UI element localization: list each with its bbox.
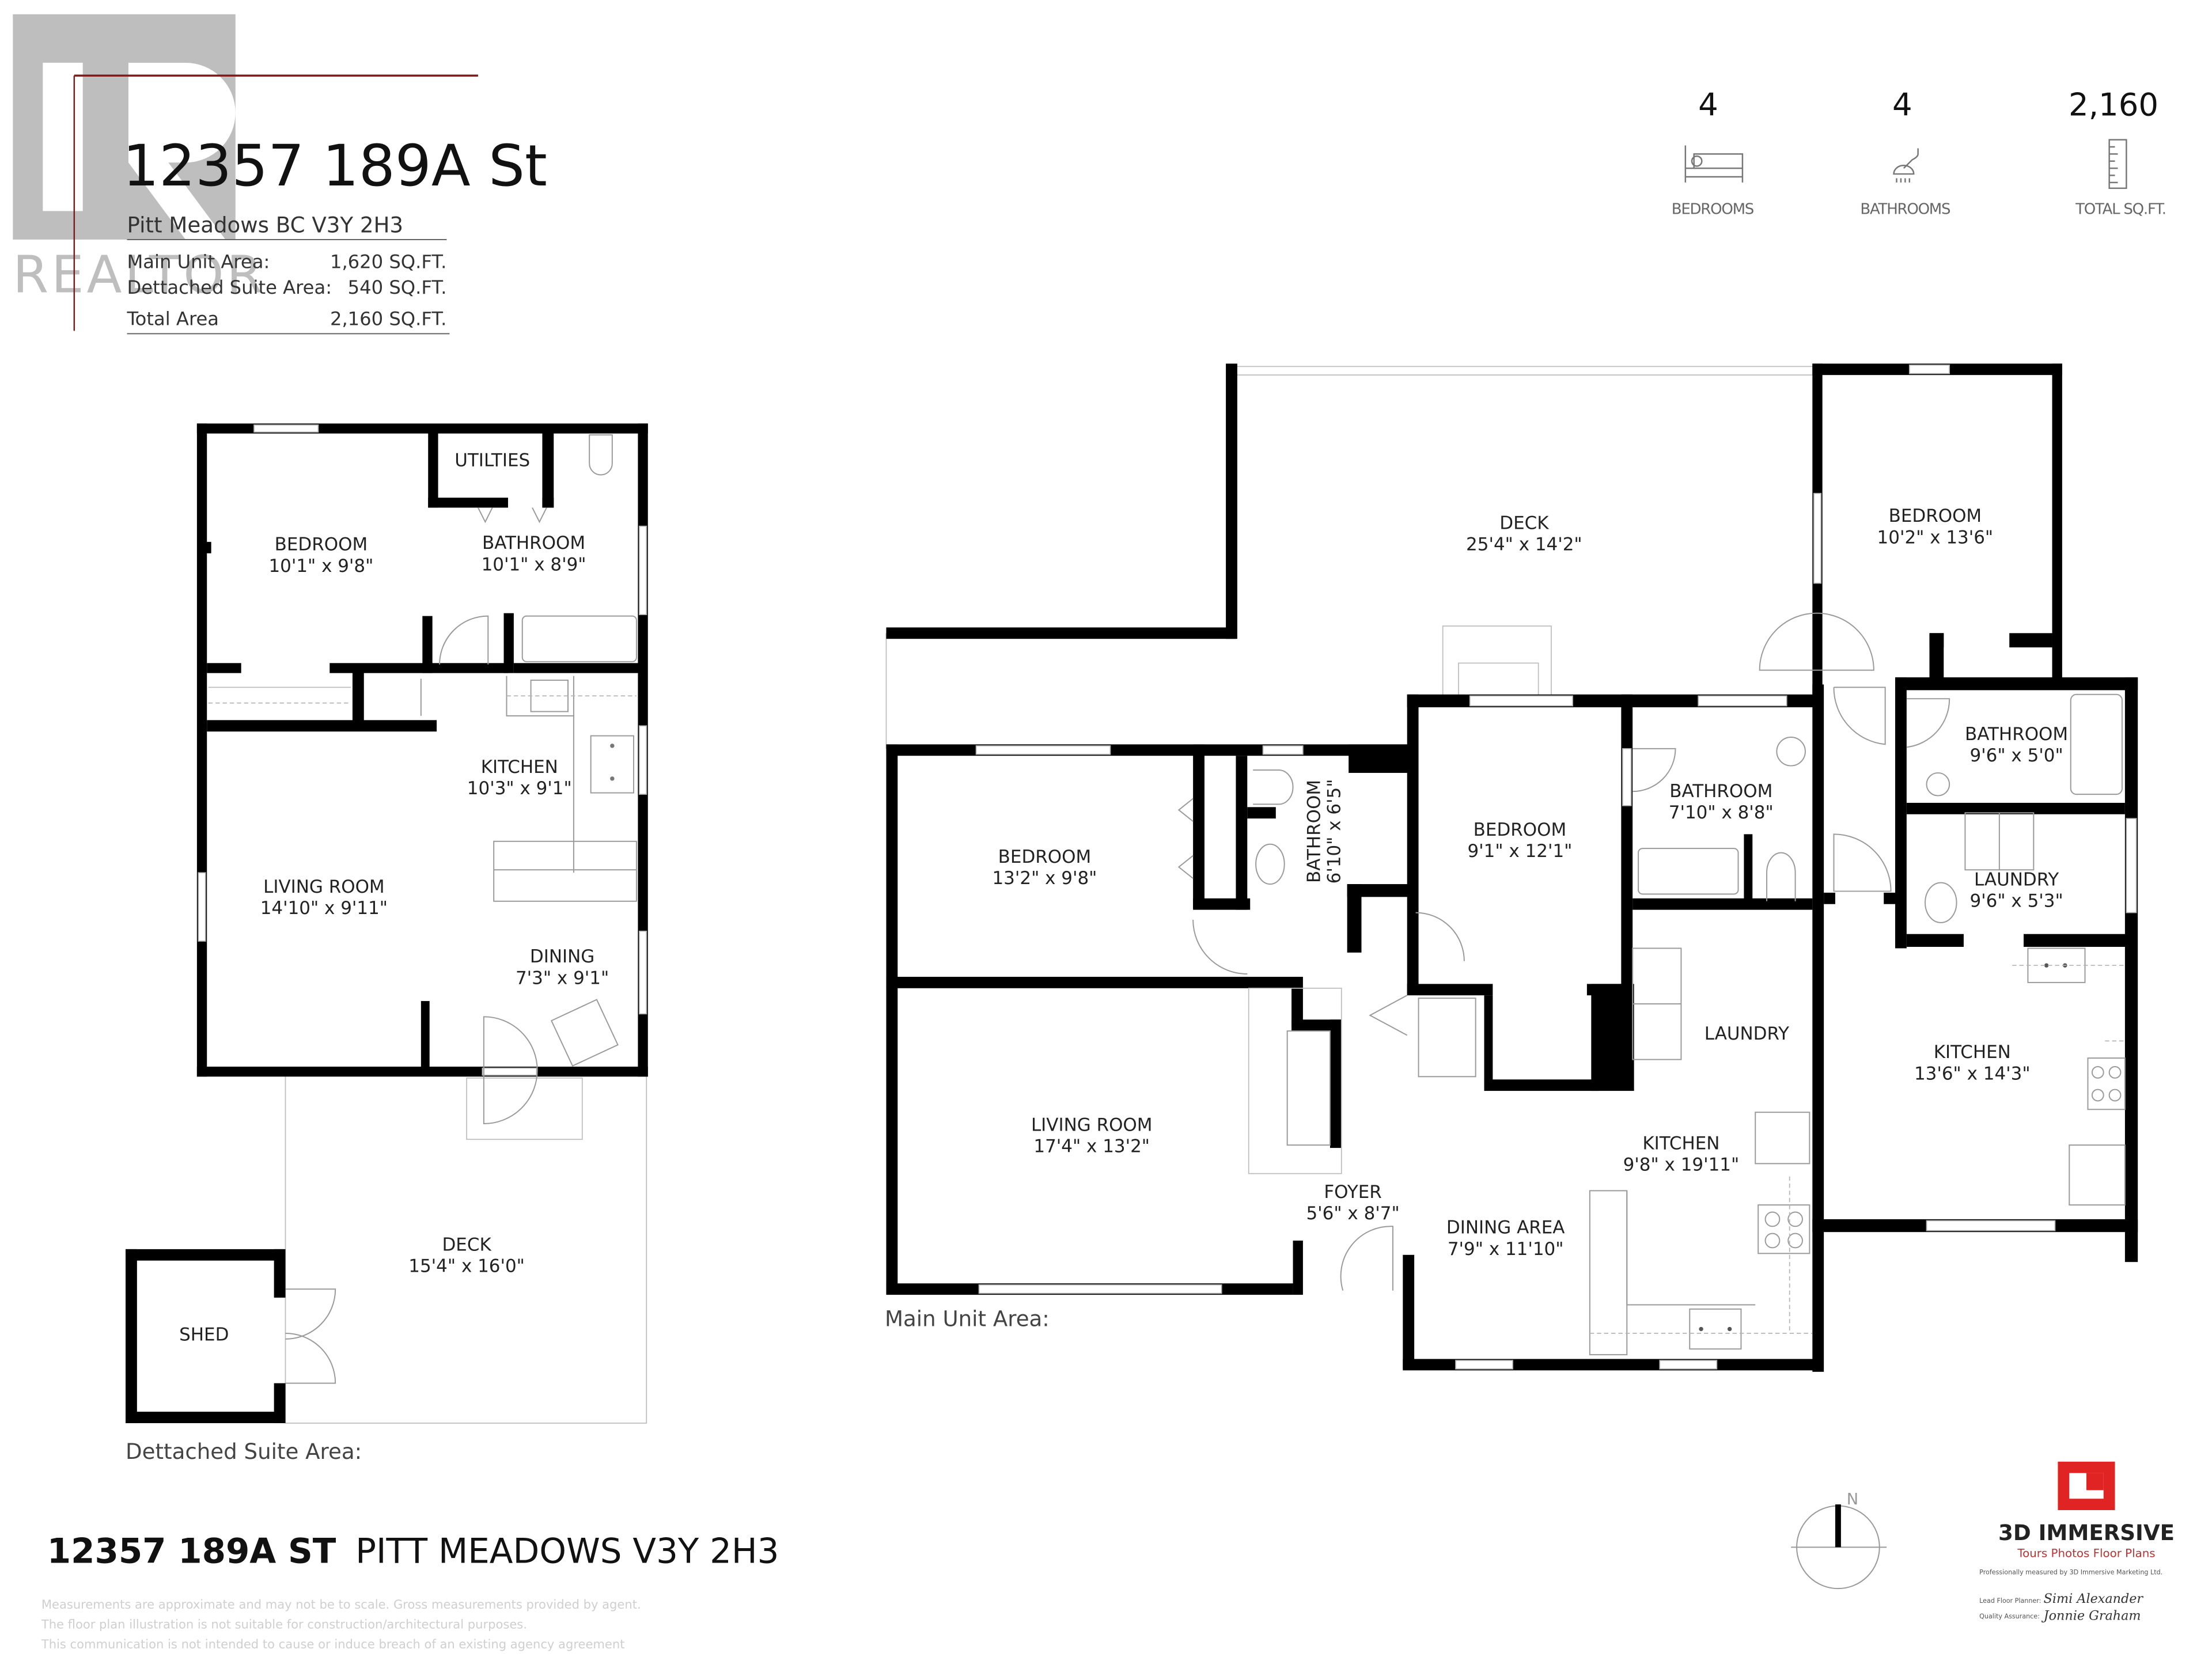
room-name: UTILTIES [454,450,530,471]
room-name: BATHROOM [1304,780,1325,883]
disclaimer-line: The floor plan illustration is not suita… [41,1617,527,1631]
brand-logo-icon [2058,1461,2115,1510]
footer-address: 12357 189A ST PITT MEADOWS V3Y 2H3 [47,1532,779,1572]
bed-icon [1684,145,1744,183]
room-name: BEDROOM [1889,506,1982,526]
room-name: KITCHEN [1934,1042,2011,1063]
area-value: 1,620 SQ.FT. [330,251,446,272]
compass-north-label: N [1847,1491,1858,1508]
stat-value: 4 [1698,86,1718,123]
room-dimensions: 9'6" x 5'3" [1969,891,2063,912]
room-name: BEDROOM [998,847,1092,867]
room-name: BEDROOM [1474,820,1567,840]
stat-bedrooms: 4 BEDROOMS [1672,86,1755,218]
room-name: BEDROOM [275,534,368,555]
stat-label: TOTAL SQ.FT. [2075,200,2166,218]
room-name: LAUNDRY [1705,1023,1789,1044]
room-dimensions: 17'4" x 13'2" [1033,1136,1150,1157]
qa-label: Quality Assurance: [1979,1613,2040,1620]
header-frame-lines [73,74,478,331]
room-dimensions: 7'10" x 8'8" [1669,802,1774,823]
room-dimensions: 9'6" x 5'0" [1969,745,2063,766]
room-name: LIVING ROOM [1031,1114,1153,1135]
disclaimer-line: Measurements are approximate and may not… [41,1597,641,1612]
room-name: BATHROOM [1669,781,1772,802]
area-label: Main Unit Area: [127,251,270,272]
disclaimer-line: This communication is not intended to ca… [41,1637,625,1651]
room-name: KITCHEN [1642,1133,1719,1154]
realtor-watermark: REALTOR [13,14,265,305]
area-label: Total Area [126,308,219,330]
room-dimensions: 9'1" x 12'1" [1467,841,1572,862]
footer-address-city: PITT MEADOWS V3Y 2H3 [355,1532,779,1572]
room-name: SHED [179,1324,229,1345]
brand-measured-by: Professionally measured by 3D Immersive … [1979,1568,2162,1576]
shower-icon [1893,148,1919,183]
section-label-detached: Dettached Suite Area: [126,1439,362,1464]
area-value: 2,160 SQ.FT. [330,308,446,330]
lead-planner-signature: Simi Alexander [2044,1591,2144,1606]
room-name: BATHROOM [1965,724,2068,745]
room-dimensions: 7'9" x 11'10" [1448,1239,1564,1260]
room-name: DECK [1499,513,1549,534]
room-dimensions: 13'6" x 14'3" [1914,1063,2031,1084]
room-name: LIVING ROOM [263,877,385,897]
area-summary: Main Unit Area: 1,620 SQ.FT. Dettached S… [126,251,450,335]
room-dimensions: 10'1" x 8'9" [482,554,586,575]
room-dimensions: 5'6" x 8'7" [1306,1203,1399,1224]
room-dimensions: 10'1" x 9'8" [268,556,373,577]
qa-signature: Jonnie Graham [2041,1609,2141,1624]
room-dimensions: 9'8" x 19'11" [1623,1155,1740,1176]
room-dimensions: 6'10" x 6'5" [1324,779,1344,884]
room-name: BATHROOM [482,533,585,553]
ruler-icon [2108,139,2127,189]
room-dimensions: 13'2" x 9'8" [993,868,1097,889]
room-name: LAUNDRY [1974,870,2059,890]
stat-total-sqft: 2,160 TOTAL SQ.FT. [2069,86,2166,218]
room-dimensions: 25'4" x 14'2" [1466,534,1582,555]
brand-block: 3D IMMERSIVE Tours Photos Floor Plans Pr… [1979,1461,2175,1624]
room-dimensions: 10'3" x 9'1" [467,778,572,799]
property-title: 12357 189A St [123,133,547,199]
room-dimensions: 7'3" x 9'1" [516,968,609,988]
detached-suite-labels: UTILTIES BEDROOM 10'1" x 9'8" BATHROOM 1… [126,450,609,1464]
room-name: KITCHEN [481,757,558,778]
watermark-text: REALTOR [13,245,265,305]
disclaimer: Measurements are approximate and may not… [41,1597,641,1651]
stat-label: BATHROOMS [1860,200,1950,218]
main-unit-plan [885,363,2138,1372]
detached-suite-plan [126,423,648,1424]
section-label-main: Main Unit Area: [885,1307,1050,1332]
stat-bathrooms: 4 BATHROOMS [1860,86,1951,218]
brand-tagline: Tours Photos Floor Plans [2017,1547,2155,1560]
lead-planner-label: Lead Floor Planner: [1979,1597,2041,1605]
compass-icon: N [1791,1491,1887,1590]
room-name: DINING [530,946,594,967]
footer-address-street: 12357 189A ST [47,1532,336,1572]
room-dimensions: 10'2" x 13'6" [1877,527,1994,548]
property-subtitle: Pitt Meadows BC V3Y 2H3 [127,213,403,238]
room-name: DECK [442,1234,491,1255]
brand-name: 3D IMMERSIVE [1998,1521,2175,1545]
stat-value: 2,160 [2069,86,2158,123]
main-unit-labels: DECK 25'4" x 14'2" BEDROOM 10'2" x 13'6"… [885,506,2068,1331]
stat-label: BEDROOMS [1672,200,1754,218]
stat-value: 4 [1892,86,1912,123]
area-value: 540 SQ.FT. [348,276,447,298]
room-name: FOYER [1324,1182,1381,1203]
room-dimensions: 15'4" x 16'0" [408,1256,525,1277]
room-name: DINING AREA [1446,1218,1565,1238]
area-label: Dettached Suite Area: [127,276,332,298]
room-dimensions: 14'10" x 9'11" [260,898,388,919]
